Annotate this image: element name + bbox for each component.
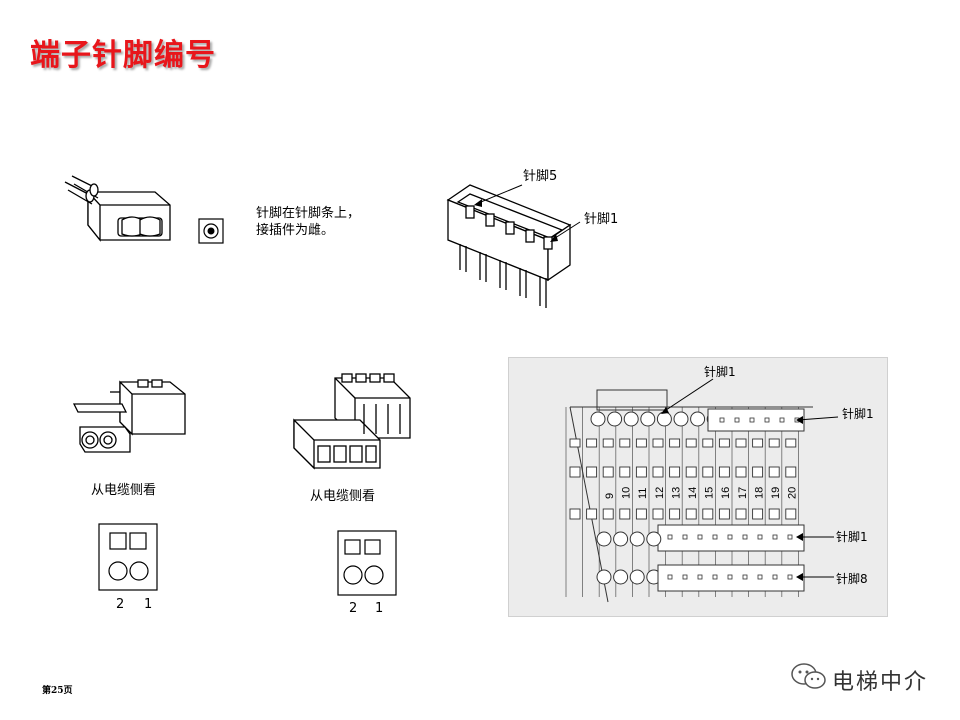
bottom-left-pin-number-1: 1 (144, 597, 153, 612)
column-number: 9 (604, 493, 616, 499)
bottom-mid-pin-number-1: 1 (375, 601, 384, 616)
column-number: 11 (637, 488, 649, 499)
column-number: 16 (720, 487, 732, 499)
column-number: 20 (787, 487, 799, 499)
pin1-label: 针脚1 (584, 212, 619, 227)
terminal-block-drawing: 9 10 11 12 13 14 15 16 17 18 19 20 (565, 378, 839, 603)
pin-socket-icon (198, 218, 224, 244)
panel-right-top-pin1-label: 针脚1 (842, 407, 874, 421)
column-number: 10 (621, 487, 633, 499)
bottom-mid-caption: 从电缆侧看 (310, 489, 376, 504)
column-number: 15 (704, 487, 716, 499)
bottom-left-pin-number-2: 2 (116, 597, 125, 612)
column-number: 13 (670, 487, 682, 499)
pin5-label: 针脚5 (523, 169, 558, 184)
bottom-mid-pin-face (337, 530, 397, 596)
column-number: 17 (737, 487, 749, 499)
page-title: 端子针脚编号 (30, 38, 216, 73)
bottom-mid-pin-number-2: 2 (349, 601, 358, 616)
bottom-left-pin-face (98, 523, 158, 591)
column-number: 14 (687, 487, 699, 499)
brand-watermark: 电梯中介 (790, 660, 940, 696)
pin-note-line1: 针脚在针脚条上， (256, 206, 361, 221)
column-number: 18 (753, 487, 765, 499)
brand-name: 电梯中介 (832, 670, 929, 695)
two-pin-plug-drawing (72, 379, 186, 453)
page-number: 第25页 (42, 686, 73, 696)
panel-top-pin1-label: 针脚1 (704, 365, 736, 379)
panel-right-mid-pin1-label: 针脚1 (836, 530, 868, 544)
column-number: 19 (770, 487, 782, 499)
column-number: 12 (654, 487, 666, 499)
panel-right-bottom-pin8-label: 针脚8 (836, 572, 868, 586)
bottom-left-caption: 从电缆侧看 (91, 483, 157, 498)
five-pin-header-drawing (446, 184, 581, 308)
pin-header-connector-drawing (64, 175, 171, 242)
pin-note-line2: 接插件为雌。 (256, 223, 335, 238)
wechat-icon (791, 663, 826, 689)
multi-pin-plug-drawing (293, 373, 411, 470)
